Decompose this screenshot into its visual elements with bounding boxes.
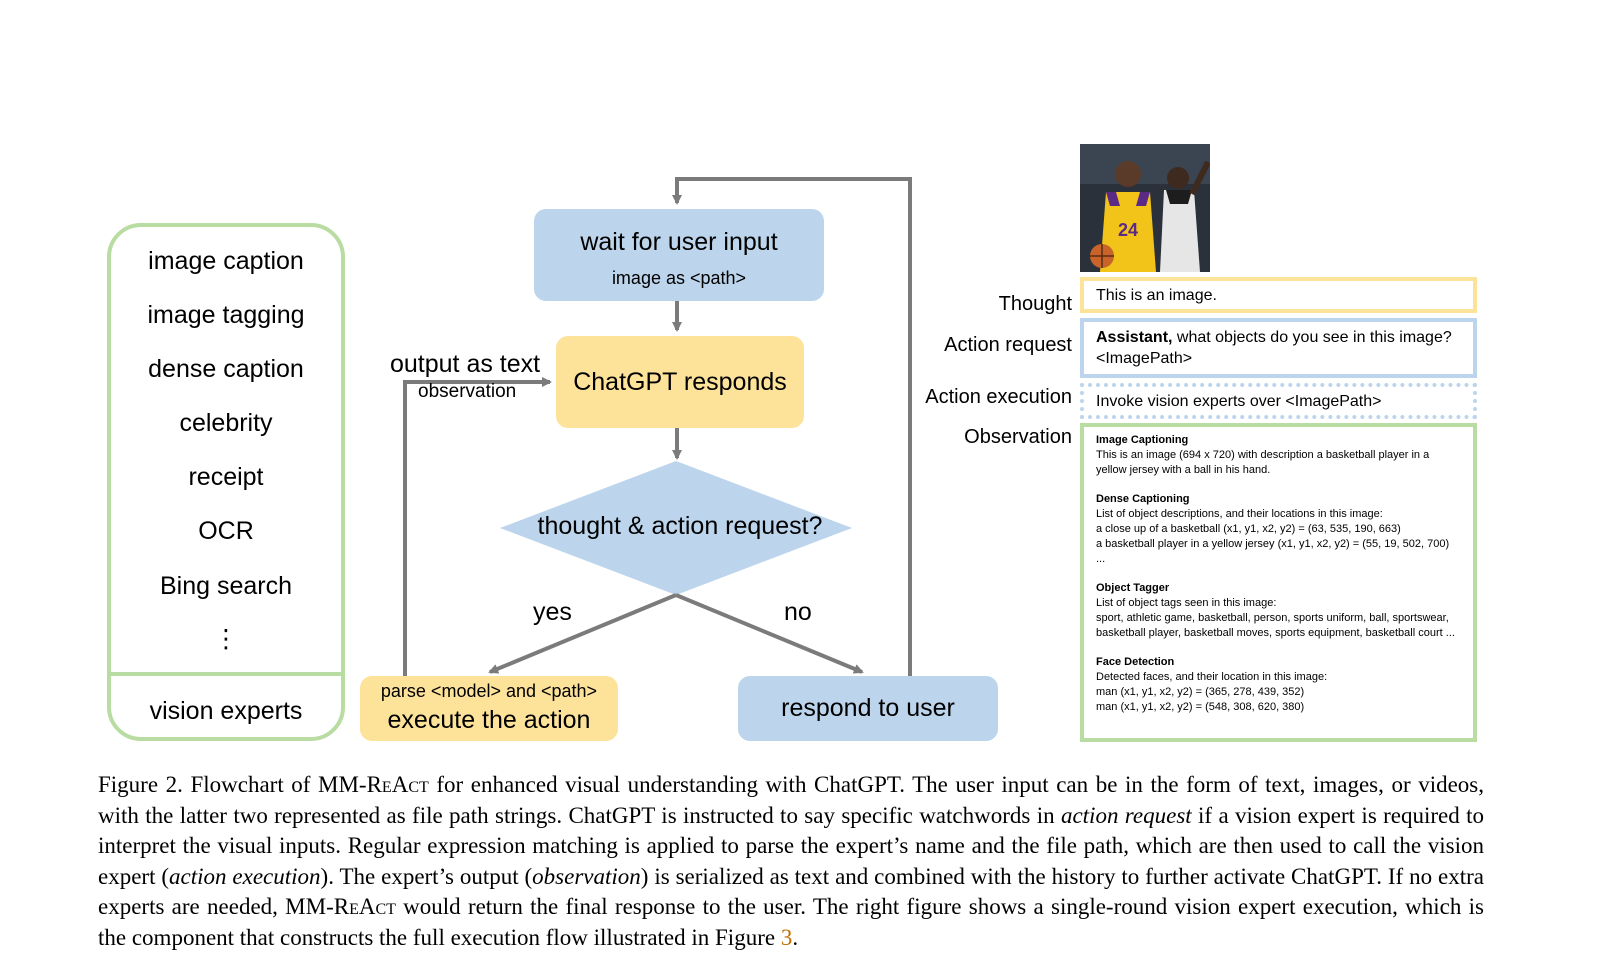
decision-diamond xyxy=(500,461,852,595)
arrow-no-branch xyxy=(675,593,864,674)
wait-node-subtitle: image as <path> xyxy=(611,268,747,288)
caption-smallcaps: ReAct xyxy=(333,894,396,919)
dense-captioning-heading: Dense Captioning xyxy=(1096,493,1190,505)
tagger-line: List of object tags seen in this image: xyxy=(1096,597,1277,609)
caption-smallcaps: ReAct xyxy=(366,772,429,797)
action-request-label: Action request xyxy=(944,334,1072,356)
action-execution-label: Action execution xyxy=(925,386,1072,408)
expert-item: celebrity xyxy=(179,409,273,437)
respond-to-user-node: respond to user xyxy=(738,676,998,741)
observation-flow-label: observation xyxy=(418,381,517,402)
wait-node-title: wait for user input xyxy=(580,228,778,256)
face-line: man (x1, y1, x2, y2) = (548, 308, 620, 3… xyxy=(1096,701,1305,713)
expert-item: Bing search xyxy=(159,572,293,600)
tagger-line: sport, athletic game, basketball, person… xyxy=(1096,612,1455,639)
observation-panel: Image Captioning This is an image (694 x… xyxy=(1080,423,1477,742)
vision-experts-panel xyxy=(107,223,345,741)
thought-text: This is an image. xyxy=(1096,287,1217,304)
dense-line: a basketball player in a yellow jersey (… xyxy=(1096,538,1450,550)
expert-item: OCR xyxy=(198,517,254,545)
face-detection-heading: Face Detection xyxy=(1096,656,1175,668)
expert-item: image caption xyxy=(148,247,304,275)
expert-item-ellipsis: ⋮ xyxy=(213,625,239,653)
wait-for-user-input-node: wait for user input image as <path> xyxy=(534,209,824,301)
loop-back-to-wait xyxy=(672,177,912,676)
decision-label: thought & action request? xyxy=(537,512,823,540)
arrow-yes-branch xyxy=(488,593,677,674)
caption-text: ). The expert’s output ( xyxy=(320,863,533,889)
jersey-number: 24 xyxy=(1118,220,1138,240)
chatgpt-responds-node: ChatGPT responds xyxy=(556,336,804,428)
output-as-text-label: output as text xyxy=(390,350,541,378)
execute-node-title: execute the action xyxy=(387,706,591,734)
image-captioning-heading: Image Captioning xyxy=(1096,434,1189,446)
observation-feedback-arrow xyxy=(403,377,552,676)
observation-label: Observation xyxy=(964,426,1072,448)
basketball-photo: 24 xyxy=(1080,144,1210,272)
caption-text: ) is serialized as text and combined wit… xyxy=(98,863,1484,920)
caption-emphasis: observation xyxy=(532,863,641,889)
dense-line: List of object descriptions, and their l… xyxy=(1096,508,1383,520)
figure-reference-link[interactable]: 3 xyxy=(780,924,793,950)
chatgpt-node-title: ChatGPT responds xyxy=(573,368,787,396)
no-label: no xyxy=(784,598,812,626)
action-request-text: what objects do you see in this image? <… xyxy=(1096,329,1452,367)
caption-emphasis: action request xyxy=(1060,802,1192,828)
assistant-keyword: Assistant, xyxy=(1096,329,1173,346)
thought-panel: This is an image. xyxy=(1080,277,1477,313)
action-execution-panel: Invoke vision experts over <ImagePath> xyxy=(1080,383,1477,419)
face-line: Detected faces, and their location in th… xyxy=(1096,671,1328,683)
expert-item: receipt xyxy=(188,463,264,491)
caption-text: Figure 2. Flowchart of MM- xyxy=(98,772,367,797)
object-tagger-heading: Object Tagger xyxy=(1096,582,1170,594)
caption-text: for enhanced visual understanding with C… xyxy=(98,772,1484,828)
figure-caption: Figure 2. Flowchart of MM-ReAct for enha… xyxy=(98,770,1484,953)
dense-line: a close up of a basketball (x1, y1, x2, … xyxy=(1096,523,1401,535)
caption-text: would return the final response to the u… xyxy=(98,894,1484,950)
caption-emphasis: action execution xyxy=(169,863,321,889)
caption-text: . xyxy=(792,924,799,950)
vision-experts-label: vision experts xyxy=(149,697,303,725)
face-line: man (x1, y1, x2, y2) = (365, 278, 439, 3… xyxy=(1096,686,1305,698)
dense-line: ... xyxy=(1096,553,1106,565)
expert-item: image tagging xyxy=(147,301,305,329)
respond-node-title: respond to user xyxy=(781,694,955,722)
yes-label: yes xyxy=(533,598,572,626)
execution-text: Invoke vision experts over <ImagePath> xyxy=(1096,393,1382,410)
experts-divider xyxy=(107,672,345,676)
image-captioning-text: This is an image (694 x 720) with descri… xyxy=(1096,449,1430,476)
action-request-panel: Assistant, what objects do you see in th… xyxy=(1080,318,1477,378)
execute-node-subtitle: parse <model> and <path> xyxy=(380,681,598,701)
thought-label: Thought xyxy=(998,293,1072,315)
expert-item: dense caption xyxy=(148,355,304,383)
caption-text: if a vision expert is required to interp… xyxy=(98,802,1485,889)
execute-action-node: parse <model> and <path> execute the act… xyxy=(360,676,618,741)
